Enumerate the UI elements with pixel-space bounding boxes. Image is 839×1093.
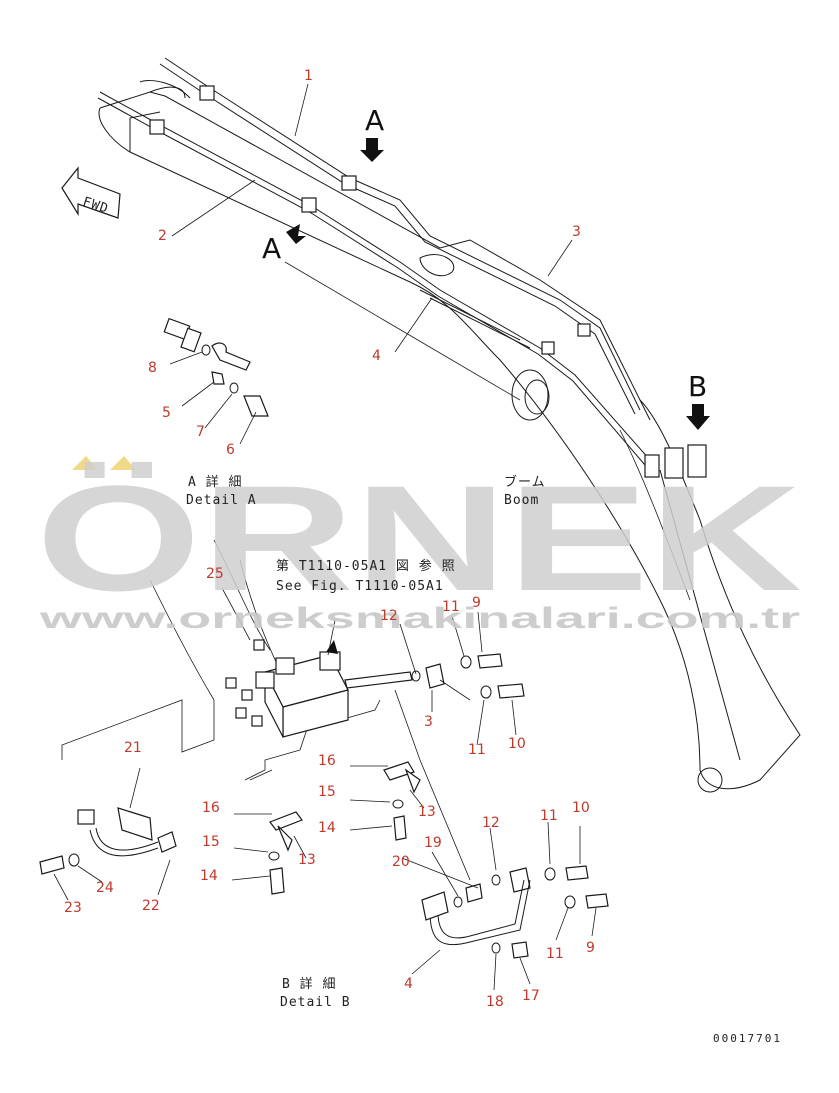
- callout-9b: 9: [586, 940, 595, 956]
- callout-19: 19: [424, 835, 442, 851]
- detail-a-parts: [163, 317, 269, 445]
- callout-14b: 14: [200, 868, 218, 884]
- watermark: ÖRNEK www.orneksmakinalari.com.tr: [36, 454, 802, 635]
- detail-b-right-parts: [421, 865, 609, 959]
- callout-24: 24: [96, 880, 114, 896]
- callout-11c: 11: [540, 808, 558, 824]
- detail-b-center-parts: [268, 761, 421, 895]
- detail-b-valve-block: [255, 619, 349, 738]
- callout-4: 4: [372, 348, 381, 364]
- callout-7: 7: [196, 424, 205, 440]
- detail-a-jp: A 詳 細: [188, 474, 242, 490]
- view-a-letter-side: A: [262, 232, 281, 265]
- callout-13a: 13: [418, 804, 436, 820]
- boom-clamps: [149, 85, 707, 479]
- callout-8: 8: [148, 360, 157, 376]
- callout-16b: 16: [202, 800, 220, 816]
- callout-6: 6: [226, 442, 235, 458]
- callout-3b: 3: [424, 714, 433, 730]
- labels: A 詳 細 Detail A ブーム Boom 第 T1110-05A1 図 参…: [186, 474, 782, 1045]
- callout-12a: 12: [380, 608, 398, 624]
- callout-20: 20: [392, 854, 410, 870]
- callout-13b: 13: [298, 852, 316, 868]
- callout-18: 18: [486, 994, 504, 1010]
- callout-4b: 4: [404, 976, 413, 992]
- view-b-marker: B: [686, 370, 710, 430]
- callout-1: 1: [304, 68, 313, 84]
- watermark-brand: ÖRNEK: [36, 454, 802, 622]
- callout-9a: 9: [472, 595, 481, 611]
- watermark-accent-right: [110, 456, 136, 470]
- callout-2: 2: [158, 228, 167, 244]
- callout-5: 5: [162, 405, 171, 421]
- callout-12b: 12: [482, 815, 500, 831]
- callout-11d: 11: [546, 946, 564, 962]
- callout-25: 25: [206, 566, 224, 582]
- boom-jp: ブーム: [504, 474, 546, 490]
- callout-11a: 11: [442, 599, 460, 615]
- detail-b-left-bracket: [39, 767, 177, 875]
- leader-lines-detail: [53, 587, 597, 991]
- see-fig-en: See Fig. T1110-05A1: [276, 579, 444, 594]
- boom-en: Boom: [504, 493, 539, 508]
- callout-15b: 15: [202, 834, 220, 850]
- watermark-url: www.orneksmakinalari.com.tr: [38, 602, 800, 635]
- callout-10b: 10: [572, 800, 590, 816]
- detail-b-jp: B 詳 細: [282, 976, 336, 992]
- detail-b-small-parts: [225, 639, 525, 727]
- drawing-code: 00017701: [713, 1032, 782, 1045]
- view-a-letter-top: A: [365, 104, 384, 137]
- view-b-letter: B: [688, 370, 707, 403]
- callout-23: 23: [64, 900, 82, 916]
- view-a-marker: A A: [262, 104, 384, 265]
- callout-3: 3: [572, 224, 581, 240]
- callout-17: 17: [522, 988, 540, 1004]
- detail-b-en: Detail B: [280, 995, 351, 1010]
- callout-22: 22: [142, 898, 160, 914]
- fwd-arrow: FWD: [61, 166, 121, 219]
- detail-a-en: Detail A: [186, 493, 257, 508]
- watermark-accent-left: [72, 456, 98, 470]
- callout-21: 21: [124, 740, 142, 756]
- callout-16a: 16: [318, 753, 336, 769]
- callout-10a: 10: [508, 736, 526, 752]
- callout-14a: 14: [318, 820, 336, 836]
- callouts: 1 2 3 4 8 5 7 6 25 12 11 9 3 11 10 16 15…: [64, 68, 595, 1010]
- callout-11b: 11: [468, 742, 486, 758]
- leader-lines-top: [171, 83, 573, 401]
- see-fig-jp: 第 T1110-05A1 図 参 照: [276, 558, 456, 574]
- callout-15a: 15: [318, 784, 336, 800]
